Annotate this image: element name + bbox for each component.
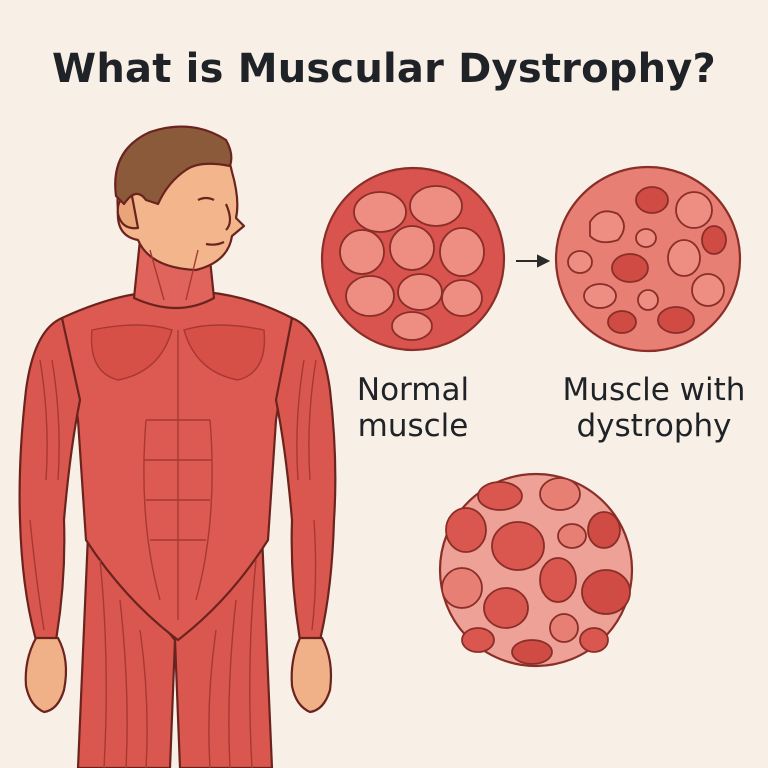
normal-muscle-diagram [320,166,506,352]
dystrophy-detail-diagram [438,472,634,668]
mouth [205,241,225,246]
right-arm [274,316,337,642]
left-hand [24,636,68,714]
arrow-icon [516,254,551,268]
human-figure [18,125,337,768]
normal-muscle-label-line1: Normal [356,372,470,408]
normal-muscle-label: Normal muscle [318,372,508,444]
hair [114,125,233,206]
dystrophy-muscle-label-line2: dystrophy [576,408,732,444]
normal-muscle-label-line2: muscle [357,408,469,444]
eye [197,196,215,201]
dystrophy-muscle-label: Muscle with dystrophy [540,372,768,444]
page-title: What is Muscular Dystrophy? [52,46,716,92]
muscle-details [29,249,317,768]
right-hand [290,636,333,714]
left-arm [18,316,82,642]
dystrophy-muscle-diagram [554,165,742,353]
nose [224,203,232,231]
dystrophy-muscle-label-line1: Muscle with [562,372,746,408]
